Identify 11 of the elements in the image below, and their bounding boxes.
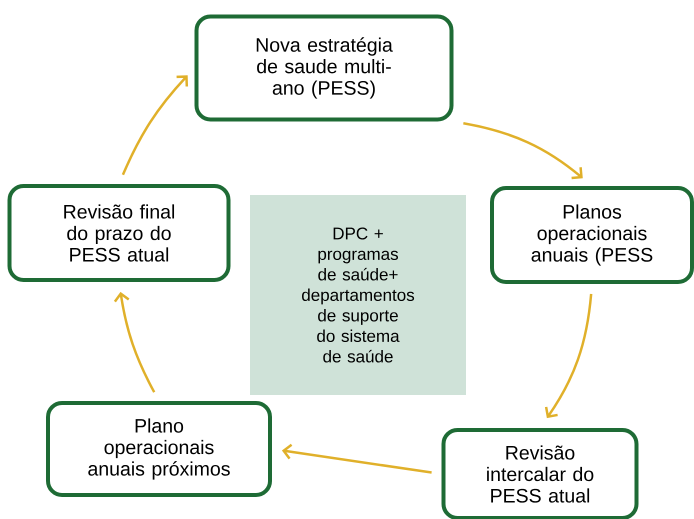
process-box: Planos operacionais anuais (PESS	[490, 186, 694, 284]
process-box: Revisão intercalar do PESS atual	[442, 428, 638, 519]
arrow	[463, 122, 583, 180]
process-box: Nova estratégia de saude multi-ano (PESS)	[194, 14, 454, 122]
arrow	[282, 444, 432, 474]
info-panel: DPC + programas de saúde+ departamentos de suporte do sistema de saúde	[250, 195, 466, 395]
process-box: Plano operacionais anuais próximos	[46, 400, 272, 497]
arrow	[544, 294, 592, 418]
arrow	[114, 292, 156, 393]
arrow	[122, 75, 188, 176]
process-box: Revisão final do prazo do PESS atual	[8, 184, 230, 282]
